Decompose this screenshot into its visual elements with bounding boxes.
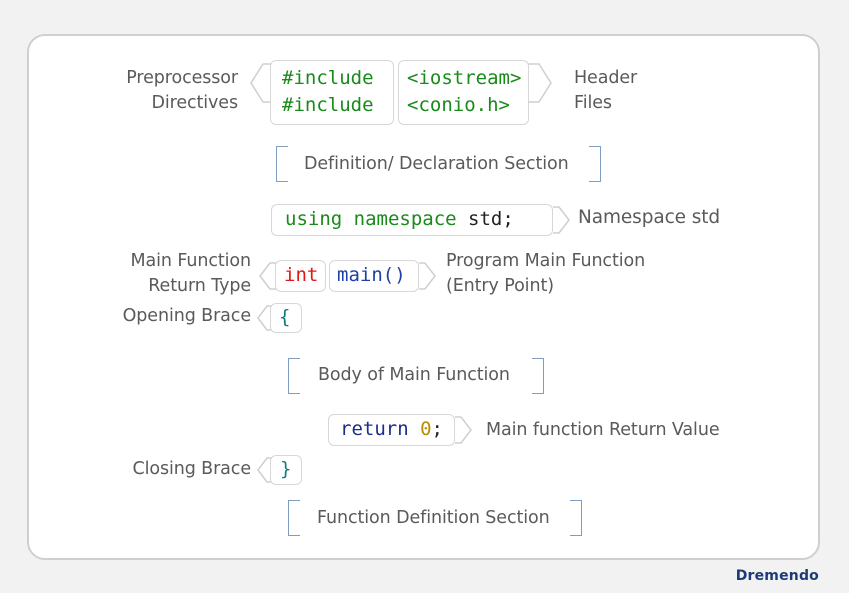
program-main-line1: Program Main Function: [446, 251, 646, 271]
int-keyword: int: [284, 264, 319, 286]
using-namespace-keyword: using namespace: [285, 208, 457, 230]
namespace-label: Namespace std: [578, 207, 721, 228]
callout-pointer-left-preprocessor: [250, 63, 274, 103]
callout-pointer-right-header: [528, 63, 552, 103]
definition-bracket-right: [589, 146, 601, 182]
preprocessor-label-line1: Preprocessor: [126, 68, 238, 88]
include-keywords-box: #include #include: [270, 60, 394, 125]
program-main-line2: (Entry Point): [446, 276, 554, 296]
callout-pointer-opening-brace: [257, 305, 272, 331]
body-of-main-label: Body of Main Function: [318, 365, 510, 385]
body-bracket-right: [532, 358, 544, 394]
conio-header: <conio.h>: [407, 94, 510, 116]
callout-pointer-return-type: [259, 262, 276, 290]
closing-brace: }: [280, 458, 292, 480]
function-definition-label: Function Definition Section: [317, 508, 550, 528]
include-keyword-2: #include: [282, 94, 374, 116]
callout-pointer-return-value: [455, 416, 472, 444]
function-def-bracket-right: [570, 500, 582, 536]
definition-section-label: Definition/ Declaration Section: [304, 154, 569, 174]
return-value-zero: 0: [420, 418, 432, 440]
dremendo-logo: Dremendo: [735, 568, 819, 584]
main-return-type-line2: Return Type: [148, 276, 251, 296]
preprocessor-label: Preprocessor Directives: [100, 66, 238, 116]
opening-brace: {: [279, 306, 291, 328]
main-function-name: main(): [337, 264, 406, 286]
preprocessor-label-line2: Directives: [151, 93, 238, 113]
header-files-label-line2: Files: [574, 93, 612, 113]
return-semicolon: ;: [431, 418, 443, 440]
header-files-label: Header Files: [574, 66, 637, 116]
return-keyword: return: [340, 418, 409, 440]
return-statement-box: return 0;: [328, 414, 455, 446]
definition-bracket-left: [276, 146, 288, 182]
closing-brace-label: Closing Brace: [132, 459, 251, 479]
main-return-type-line1: Main Function: [130, 251, 252, 271]
callout-pointer-closing-brace: [257, 457, 272, 483]
callout-pointer-namespace: [553, 206, 570, 234]
function-def-bracket-left: [288, 500, 300, 536]
closing-brace-box: }: [270, 455, 302, 485]
main-return-value-label: Main function Return Value: [486, 420, 720, 440]
body-bracket-left: [288, 358, 300, 394]
header-files-label-line1: Header: [574, 68, 638, 88]
opening-brace-box: {: [270, 303, 302, 333]
int-return-type-box: int: [275, 260, 326, 292]
iostream-header: <iostream>: [407, 67, 522, 89]
main-function-box: main(): [329, 260, 419, 292]
include-keyword-1: #include: [282, 67, 374, 89]
std-identifier: std;: [468, 208, 514, 230]
callout-pointer-main: [419, 262, 436, 290]
using-namespace-box: using namespace std;: [271, 204, 553, 236]
opening-brace-label: Opening Brace: [122, 306, 251, 326]
header-files-box: <iostream> <conio.h>: [398, 60, 529, 125]
main-return-type-label: Main Function Return Type: [100, 249, 252, 299]
program-main-label: Program Main Function (Entry Point): [446, 249, 645, 299]
